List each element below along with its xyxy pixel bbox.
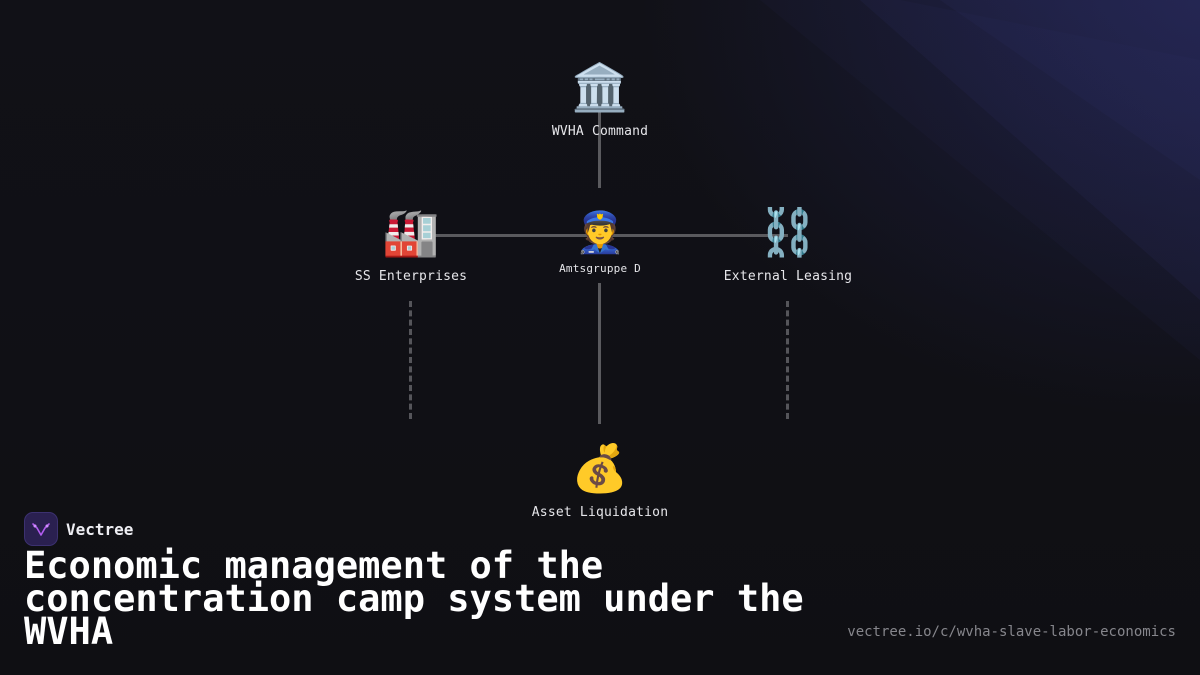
brand: Vectree	[24, 512, 133, 546]
node-asset-liquidation: 💰 Asset Liquidation	[532, 445, 668, 520]
connector-command-to-amtsgruppe	[598, 112, 601, 188]
factory-icon: 🏭	[382, 205, 440, 259]
dashed-connector-leasing	[786, 301, 789, 419]
connector-enterprises-to-leasing	[418, 234, 788, 237]
node-wvha-command: 🏛️ WVHA Command	[552, 64, 648, 139]
police-officer-icon: 👮	[575, 210, 625, 256]
classical-building-icon: 🏛️	[571, 60, 629, 114]
connector-amtsgruppe-to-liquidation	[598, 283, 601, 424]
node-amtsgruppe-d: 👮 Amtsgruppe D	[559, 213, 641, 275]
node-label-external-leasing: External Leasing	[723, 269, 853, 284]
page-title: Economic management of the concentration…	[24, 544, 804, 653]
node-external-leasing: ⛓️ External Leasing	[724, 209, 852, 284]
money-bag-icon: 💰	[571, 441, 629, 495]
dashed-connector-enterprises	[409, 301, 412, 419]
chains-icon: ⛓️	[759, 205, 817, 259]
node-label-ss-enterprises: SS Enterprises	[354, 269, 468, 284]
vectree-logo-icon	[24, 512, 58, 546]
node-ss-enterprises: 🏭 SS Enterprises	[355, 209, 467, 284]
brand-name: Vectree	[66, 519, 134, 539]
node-label-amtsgruppe-d: Amtsgruppe D	[559, 262, 641, 275]
source-url: vectree.io/c/wvha-slave-labor-economics	[847, 624, 1176, 640]
node-label-asset-liquidation: Asset Liquidation	[531, 505, 669, 520]
node-label-wvha-command: WVHA Command	[551, 124, 649, 139]
